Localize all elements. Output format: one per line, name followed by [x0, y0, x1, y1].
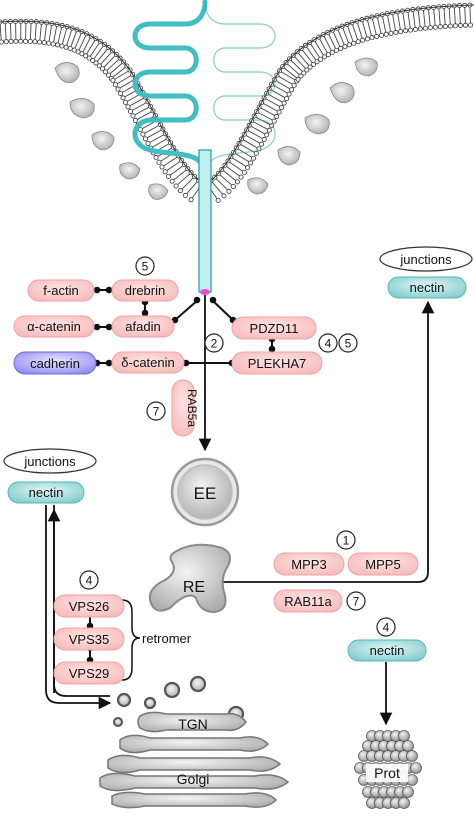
alpha-catenin-node: α-catenin — [13, 315, 95, 338]
rab5a-node: RAB5a — [171, 379, 199, 437]
ref-badge-retromer: 4 — [79, 570, 99, 590]
ref-badge-drebrin: 5 — [135, 256, 155, 276]
ref-number: 2 — [211, 337, 218, 351]
cadherin-label: cadherin — [30, 356, 80, 371]
afadin-label: afadin — [125, 319, 160, 334]
ref-number: 1 — [343, 534, 350, 548]
proteasome-subunit — [398, 730, 410, 742]
vps35-node: VPS35 — [53, 627, 125, 651]
nectin-receptor — [132, 0, 276, 293]
f-actin-node: f-actin — [27, 279, 95, 302]
tgn-label: TGN — [178, 716, 208, 732]
retromer-label: retromer — [142, 631, 192, 646]
proteasome-subunit — [402, 740, 414, 752]
ref-number: 4 — [86, 574, 93, 588]
vps29-label: VPS29 — [69, 666, 109, 681]
ref-badge-rab11a: 7 — [346, 591, 366, 611]
ref-number: 4 — [325, 337, 332, 351]
nectin-right-label: nectin — [410, 280, 445, 295]
vps35-label: VPS35 — [69, 632, 109, 647]
f-actin-label: f-actin — [43, 283, 78, 298]
proteasome-subunit — [402, 786, 414, 798]
proteasome-subunit — [406, 774, 418, 786]
proteasome: Prot — [354, 730, 422, 809]
junctions-right-label: junctions — [399, 252, 452, 267]
ref-badge-mpp: 1 — [336, 530, 356, 550]
alpha-catenin-label: α-catenin — [27, 319, 81, 334]
junctions-right-cloud: junctions — [379, 246, 473, 272]
rab11a-label: RAB11a — [284, 594, 332, 609]
ref-badge-pdzd11-b: 5 — [338, 333, 358, 353]
junctions-left-label: junctions — [23, 454, 76, 469]
junctions-left-cloud: junctions — [3, 448, 97, 474]
pdzd11-label: PDZD11 — [250, 321, 299, 336]
plekha7-label: PLEKHA7 — [248, 356, 307, 371]
proteasome-subunit — [410, 762, 422, 774]
drebrin-label: drebrin — [125, 283, 165, 298]
golgi-apparatus: TGN Golgi — [99, 675, 290, 809]
vps29-node: VPS29 — [53, 661, 125, 685]
ref-badge-prot: 4 — [376, 617, 396, 637]
ref-badge-pdzd11-a: 4 — [318, 333, 338, 353]
trafficking-arrows — [45, 295, 435, 726]
plekha7-node: PLEKHA7 — [231, 351, 323, 375]
proteasome-subunit — [398, 797, 410, 809]
vps26-node: VPS26 — [53, 594, 125, 618]
ref-number: 5 — [142, 260, 149, 274]
mpp3-node: MPP3 — [273, 552, 345, 576]
ref-number: 7 — [353, 595, 360, 609]
vps26-label: VPS26 — [69, 599, 109, 614]
recycling-endosome: RE — [148, 543, 231, 614]
membrane-proteins — [54, 57, 378, 200]
nectin-right-node: nectin — [387, 276, 467, 299]
retromer-bracket — [121, 599, 141, 681]
ref-badge-path: 2 — [204, 333, 224, 353]
ref-number: 4 — [383, 621, 390, 635]
nectin-bottom-node: nectin — [347, 639, 427, 662]
afadin-node: afadin — [111, 315, 175, 338]
golgi-label: Golgi — [177, 771, 210, 787]
nectin-left-label: nectin — [29, 485, 64, 500]
ee-label: EE — [194, 484, 217, 503]
mpp5-label: MPP5 — [365, 557, 400, 572]
pdzd11-node: PDZD11 — [231, 316, 317, 340]
ref-badge-rab5a: 7 — [146, 401, 166, 421]
cadherin-node: cadherin — [13, 351, 97, 375]
delta-catenin-node: δ-catenin — [111, 351, 185, 374]
prot-label: Prot — [374, 765, 400, 781]
proteasome-subunit — [406, 750, 418, 762]
early-endosome: EE — [170, 457, 240, 527]
rab11a-node: RAB11a — [273, 589, 343, 613]
receptor-stem — [198, 149, 212, 295]
ref-number: 7 — [153, 405, 160, 419]
delta-catenin-label: δ-catenin — [121, 355, 175, 370]
ref-number: 5 — [345, 337, 352, 351]
mpp3-label: MPP3 — [291, 557, 326, 572]
re-label: RE — [183, 579, 205, 596]
rab5a-label: RAB5a — [185, 389, 199, 427]
nectin-left-node: nectin — [7, 481, 85, 504]
mpp5-node: MPP5 — [347, 552, 419, 576]
drebrin-node: drebrin — [111, 279, 179, 302]
nectin-bottom-label: nectin — [370, 643, 405, 658]
